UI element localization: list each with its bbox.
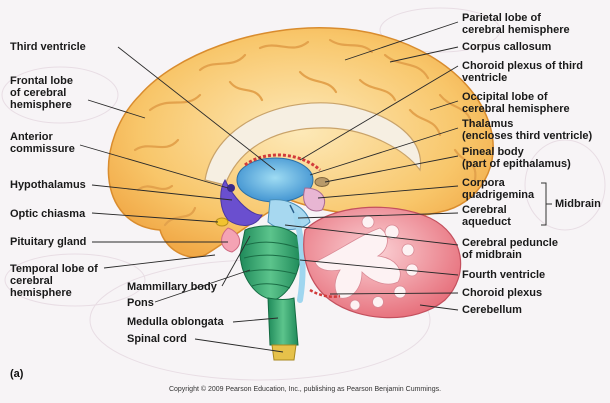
- label-fourth-ventricle: Fourth ventricle: [462, 269, 546, 281]
- label-temporal-lobe: Temporal lobe of cerebral hemisphere: [10, 263, 98, 299]
- medulla-shape: [267, 297, 299, 346]
- label-mammillary-body: Mammillary body: [127, 281, 217, 293]
- corpus-callosum-shape: [204, 102, 422, 186]
- copyright-notice: Copyright © 2009 Pearson Education, Inc.…: [168, 386, 442, 393]
- label-optic-chiasma: Optic chiasma: [10, 208, 86, 220]
- label-cerebellum: Cerebellum: [462, 304, 522, 316]
- thalamus-shape: [236, 157, 314, 203]
- label-parietal-lobe: Parietal lobe of cerebral hemisphere: [462, 12, 570, 36]
- label-corpus-callosum: Corpus callosum: [462, 41, 552, 53]
- label-hypothalamus: Hypothalamus: [10, 179, 86, 191]
- label-third-ventricle: Third ventricle: [10, 41, 86, 53]
- spinal-cord-shape: [271, 344, 297, 361]
- label-pineal-body: Pineal body (part of epithalamus): [462, 146, 571, 170]
- label-thalamus: Thalamus (encloses third ventricle): [462, 118, 593, 142]
- label-pituitary-gland: Pituitary gland: [10, 236, 87, 248]
- label-spinal-cord: Spinal cord: [127, 333, 187, 345]
- gyri-folds: [133, 38, 477, 227]
- label-anterior-commissure: Anterior commissure: [10, 131, 75, 155]
- label-choroid-plexus: Choroid plexus: [462, 287, 543, 299]
- label-corpora-quadrigemina: Corpora quadrigemina: [462, 177, 535, 201]
- midbrain-bracket: [541, 182, 552, 226]
- arbor-vitae: [314, 215, 419, 311]
- label-occipital-lobe: Occipital lobe of cerebral hemisphere: [462, 91, 570, 115]
- panel-label: (a): [10, 368, 24, 380]
- label-cerebral-peduncle: Cerebral peduncle of midbrain: [462, 237, 558, 261]
- label-midbrain: Midbrain: [555, 198, 601, 210]
- label-medulla-oblongata: Medulla oblongata: [127, 316, 224, 328]
- label-pons: Pons: [127, 297, 154, 309]
- label-cerebral-aqueduct: Cerebral aqueduct: [462, 204, 511, 228]
- cerebrum-shape: [107, 27, 494, 258]
- leader-lines: [79, 21, 459, 353]
- label-frontal-lobe: Frontal lobe of cerebral hemisphere: [10, 75, 73, 111]
- label-choroid-plexus-third: Choroid plexus of third ventricle: [462, 60, 583, 84]
